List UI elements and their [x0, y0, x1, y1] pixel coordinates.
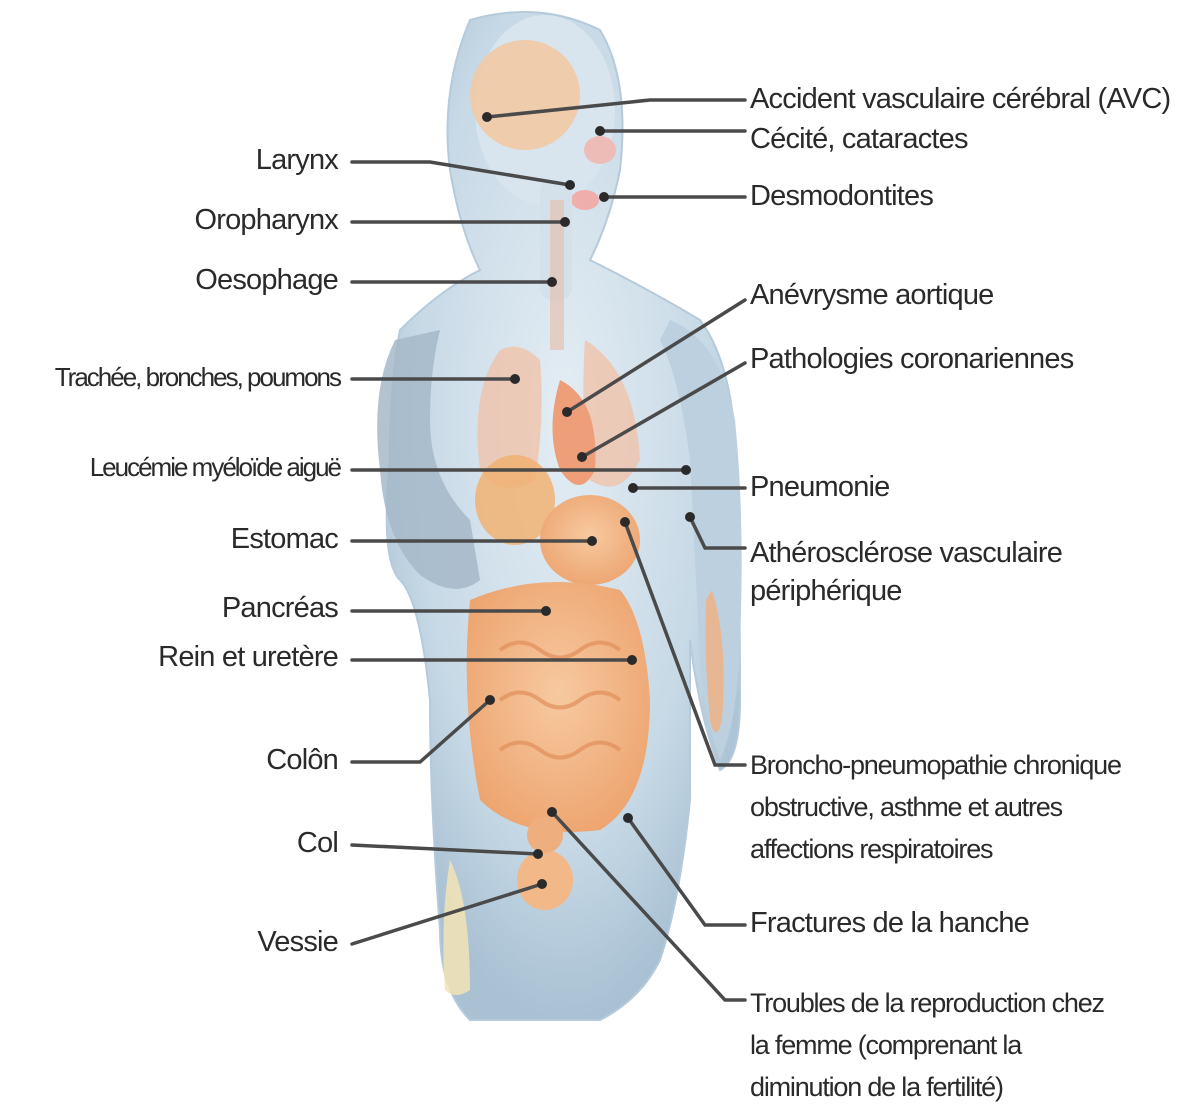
label-oropharynx: Oropharynx	[194, 205, 338, 236]
dot-coronariennes	[577, 452, 587, 462]
label-reproduction-2: la femme (comprenant la	[750, 1030, 1021, 1061]
label-trachee: Trachée, bronches, poumons	[55, 362, 340, 393]
label-col: Col	[297, 828, 338, 859]
label-desmodontites: Desmodontites	[750, 181, 933, 212]
dot-leucemie	[681, 465, 691, 475]
dot-oesophage	[547, 277, 557, 287]
dot-larynx	[565, 180, 575, 190]
cervix	[527, 817, 563, 853]
label-reproduction-1: Troubles de la reproduction chez	[750, 988, 1104, 1019]
label-hanche: Fractures de la hanche	[750, 908, 1029, 939]
label-reproduction-3: diminution de la fertilité)	[750, 1072, 1003, 1103]
label-bpco-2: obstructive, asthme et autres	[750, 792, 1062, 823]
label-bpco-3: affections respiratoires	[750, 834, 992, 865]
label-coronariennes: Pathologies coronariennes	[750, 344, 1073, 375]
label-avc: Accident vasculaire cérébral (AVC)	[750, 84, 1170, 115]
brain	[470, 40, 580, 150]
dot-reproduction	[547, 807, 557, 817]
dot-pancreas	[541, 606, 551, 616]
label-pneumonie: Pneumonie	[750, 472, 890, 503]
label-vessie: Vessie	[257, 927, 338, 958]
label-atherosclerose-2: périphérique	[750, 576, 902, 607]
dot-atherosclerose	[685, 512, 695, 522]
dot-estomac	[587, 536, 597, 546]
label-bpco-1: Broncho-pneumopathie chronique	[750, 750, 1121, 781]
dot-colon	[485, 695, 495, 705]
dot-col	[533, 849, 543, 859]
label-larynx: Larynx	[256, 145, 338, 176]
dot-pneumonie	[628, 483, 638, 493]
dot-anevrysme	[562, 407, 572, 417]
label-anevrysme: Anévrysme aortique	[750, 280, 994, 311]
label-colon: Colôn	[266, 745, 338, 776]
dot-bpco	[620, 517, 630, 527]
label-oesophage: Oesophage	[195, 265, 338, 296]
dot-trachee	[510, 374, 520, 384]
mouth	[571, 190, 599, 210]
label-cecite: Cécité, cataractes	[750, 124, 968, 155]
label-leucemie: Leucémie myéloïde aiguë	[90, 452, 340, 483]
dot-avc	[482, 112, 492, 122]
label-estomac: Estomac	[231, 524, 338, 555]
label-rein: Rein et uretère	[158, 642, 338, 673]
dot-hanche	[623, 813, 633, 823]
dot-rein	[627, 655, 637, 665]
dot-desmodontites	[599, 192, 609, 202]
eye	[584, 136, 616, 164]
dot-cecite	[595, 126, 605, 136]
dot-oropharynx	[560, 217, 570, 227]
label-pancreas: Pancréas	[222, 593, 338, 624]
label-atherosclerose-1: Athérosclérose vasculaire	[750, 538, 1062, 569]
dot-vessie	[537, 879, 547, 889]
